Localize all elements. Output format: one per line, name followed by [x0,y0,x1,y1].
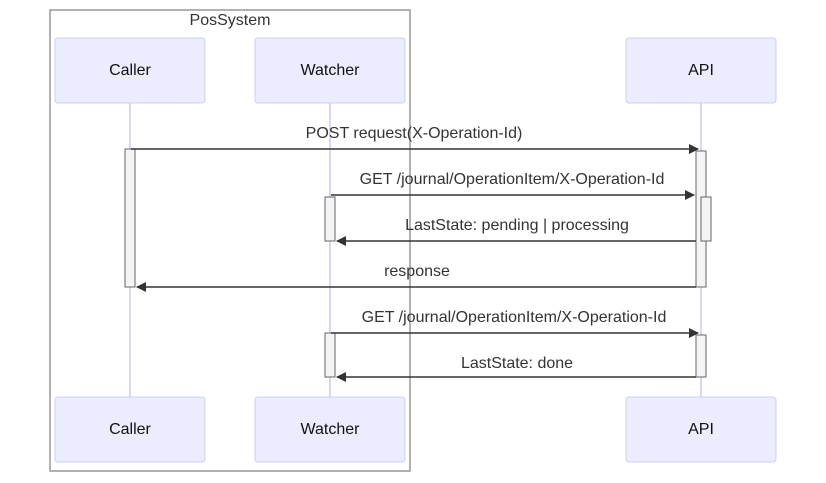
actor-label: API [688,421,714,438]
actor-watcher-bottom[interactable]: Watcher [254,396,406,463]
actor-box [254,396,406,463]
message-label: GET /journal/OperationItem/X-Operation-I… [362,309,667,326]
activation-watcher-2 [324,332,336,378]
actor-box [54,396,206,463]
actor-api-top[interactable]: API [625,37,777,104]
message-6: LastState: done [336,355,696,382]
message-3: LastState: pending | processing [336,217,696,246]
actor-box [625,37,777,104]
actor-label: Watcher [301,421,361,438]
activation-watcher [324,196,336,242]
message-label: LastState: done [461,355,573,372]
actor-box [625,396,777,463]
actor-api-bottom[interactable]: API [625,396,777,463]
actor-caller-bottom[interactable]: Caller [54,396,206,463]
message-2: GET /journal/OperationItem/X-Operation-I… [331,171,695,200]
message-label: response [384,263,450,280]
activation-api-nested [700,196,712,242]
activation-caller [124,148,136,288]
actor-watcher-top[interactable]: Watcher [254,37,406,104]
actor-label: Watcher [301,62,361,79]
group-label: PosSystem [190,12,271,29]
message-label: POST request(X-Operation-Id) [306,125,523,142]
message-label: GET /journal/OperationItem/X-Operation-I… [360,171,665,188]
message-label: LastState: pending | processing [405,217,629,234]
actor-label: Caller [109,62,151,79]
activation-api-2 [695,334,707,378]
actor-label: API [688,62,714,79]
actor-box [254,37,406,104]
message-4: response [136,263,696,292]
actor-caller-top[interactable]: Caller [54,37,206,104]
actor-box [54,37,206,104]
message-1: POST request(X-Operation-Id) [131,125,699,154]
actor-label: Caller [109,421,151,438]
message-5: GET /journal/OperationItem/X-Operation-I… [331,309,699,338]
